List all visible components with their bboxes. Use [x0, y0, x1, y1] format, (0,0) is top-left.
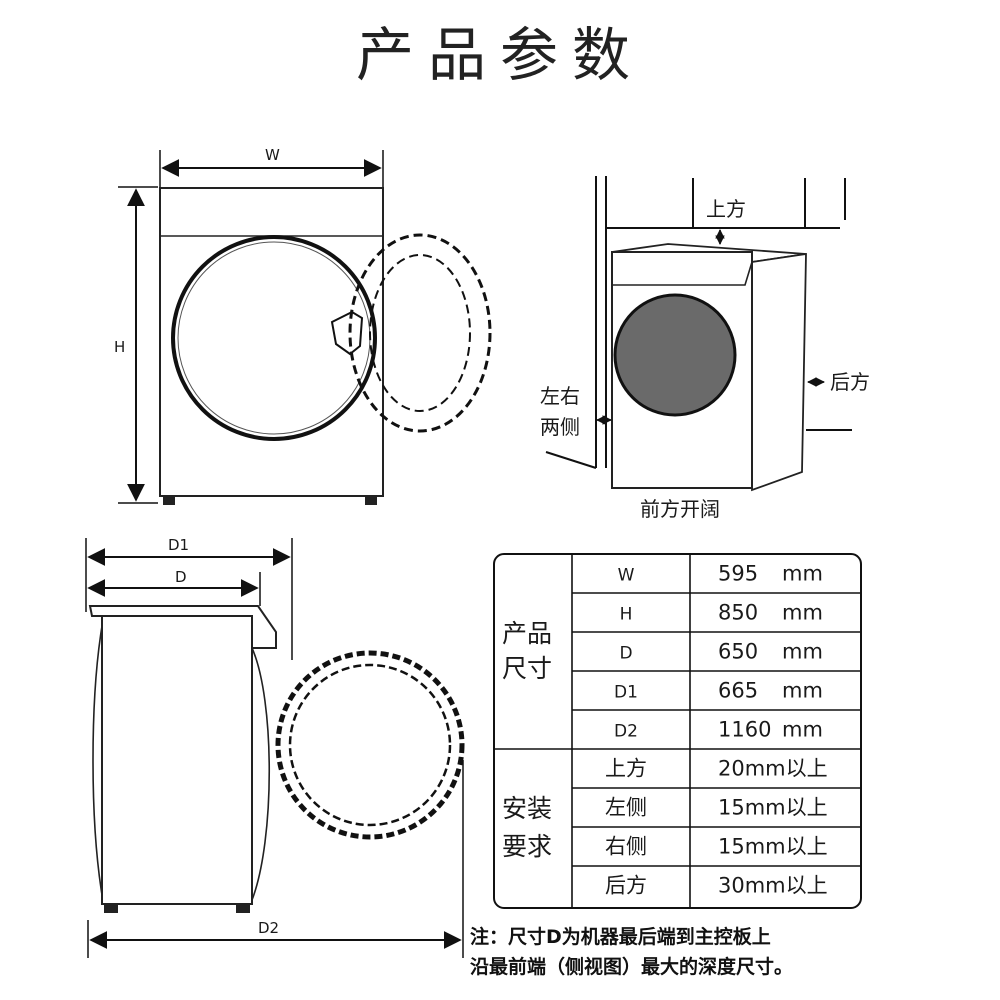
- table-row-lines: [572, 592, 861, 867]
- footnote-line-2: 沿最前端（侧视图）最大的深度尺寸。: [470, 956, 794, 978]
- side-clearance-label-1: 左右: [540, 384, 580, 408]
- page-title: 产品参数: [355, 21, 644, 89]
- washer-panel-edge: [612, 261, 753, 286]
- table-value-cell: 850: [718, 601, 758, 625]
- table-value-cell: 665: [718, 679, 758, 703]
- table-key-cell: 上方: [605, 757, 647, 781]
- h-label: H: [114, 338, 125, 356]
- table-key-cell: 右侧: [605, 835, 647, 859]
- front-clearance-label: 前方开阔: [640, 497, 720, 521]
- table-unit-cell: mm: [782, 601, 823, 625]
- door-profile: [251, 647, 270, 901]
- back-clearance-label: 后方: [830, 370, 870, 394]
- table-value-cell: 650: [718, 640, 758, 664]
- footnote-line-1: 注：尺寸D为机器最后端到主控板上: [470, 926, 771, 948]
- table-border: [493, 553, 862, 909]
- foot-left: [163, 496, 175, 505]
- door-ring: [171, 235, 377, 441]
- table-value-cell: 15mm以上: [718, 835, 828, 859]
- washer-side-face: [751, 252, 807, 492]
- d-label: D: [175, 568, 187, 586]
- w-label: W: [265, 146, 280, 164]
- table-key-cell: D1: [614, 683, 638, 703]
- d1-label: D1: [168, 536, 189, 554]
- side-clearance-label-2: 两侧: [540, 415, 580, 439]
- side-foot-back: [104, 904, 118, 913]
- table-value-cell: 30mm以上: [718, 874, 828, 898]
- washer-side-body: [101, 615, 253, 905]
- table-unit-cell: mm: [782, 562, 823, 586]
- table-value-cell: 15mm以上: [718, 796, 828, 820]
- floor-line: [545, 451, 597, 469]
- open-door-side-inner: [288, 663, 452, 827]
- open-door-outer: [348, 233, 492, 433]
- table-key-cell: W: [618, 566, 635, 586]
- table-key-cell: 后方: [605, 874, 647, 898]
- table-value-cell: 1160: [718, 718, 771, 742]
- table-unit-cell: mm: [782, 679, 823, 703]
- table-key-cell: H: [620, 605, 633, 625]
- clearance-view: 上方 左右 两侧 后方 前方开阔: [540, 176, 870, 521]
- rear-curve: [92, 625, 103, 896]
- top-clearance-label: 上方: [706, 197, 746, 221]
- table-key-cell: D2: [614, 722, 638, 742]
- table-unit-cell: mm: [782, 640, 823, 664]
- table-key-cell: D: [619, 644, 632, 664]
- table-key-cell: 左侧: [605, 796, 647, 820]
- group-size-label-1: 产品: [502, 619, 552, 648]
- table-unit-cell: mm: [782, 718, 823, 742]
- foot-right: [365, 496, 377, 505]
- washer-door-window: [613, 293, 737, 417]
- open-door-inner: [369, 254, 471, 412]
- side-view: D1 D D2: [85, 536, 465, 958]
- table-value-cell: 595: [718, 562, 758, 586]
- open-door-side-outer: [275, 650, 465, 840]
- table-value-cell: 20mm以上: [718, 757, 828, 781]
- footnote: 注：尺寸D为机器最后端到主控板上 沿最前端（侧视图）最大的深度尺寸。: [470, 922, 990, 982]
- group-size-label-2: 尺寸: [502, 654, 552, 683]
- side-foot-front: [236, 904, 250, 913]
- front-view: W H: [114, 146, 492, 505]
- group-install-label-1: 安装: [502, 794, 552, 823]
- d2-label: D2: [258, 919, 279, 937]
- group-install-label-2: 要求: [502, 832, 552, 861]
